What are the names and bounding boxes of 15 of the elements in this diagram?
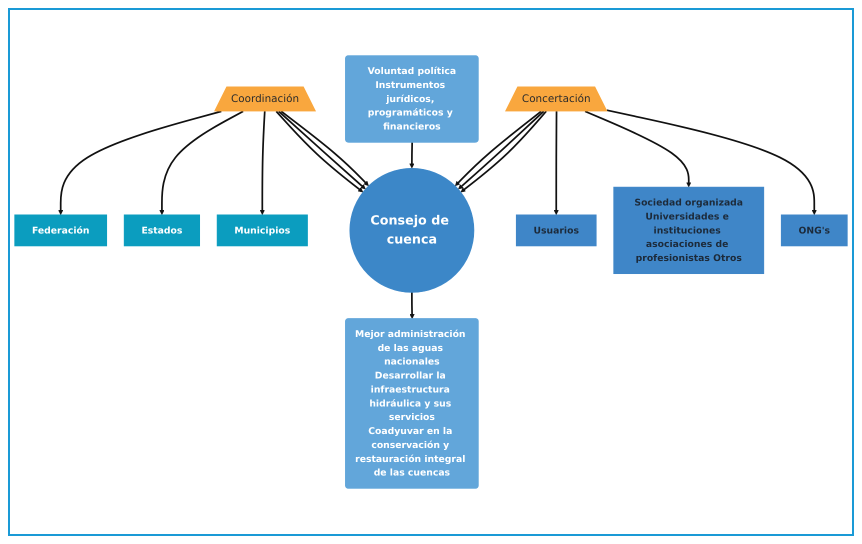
node-box: Estados — [124, 214, 200, 246]
arrow — [606, 109, 817, 216]
arrow — [584, 110, 692, 188]
arrow — [58, 110, 222, 216]
arrow — [260, 111, 266, 216]
arrow — [409, 142, 414, 169]
arrow — [410, 292, 415, 320]
node-box: Sociedad organizada Universidades e instituciones asociaciones de profesionistas Otros — [613, 186, 764, 274]
node-box: Usuarios — [516, 214, 597, 246]
node-box: Federación — [14, 214, 108, 246]
arrow — [159, 110, 244, 216]
node-circle: Consejo de cuenca — [349, 168, 474, 293]
node-box: Municipios — [216, 214, 308, 246]
node-box: ONG's — [780, 214, 848, 246]
arrow — [554, 111, 559, 216]
